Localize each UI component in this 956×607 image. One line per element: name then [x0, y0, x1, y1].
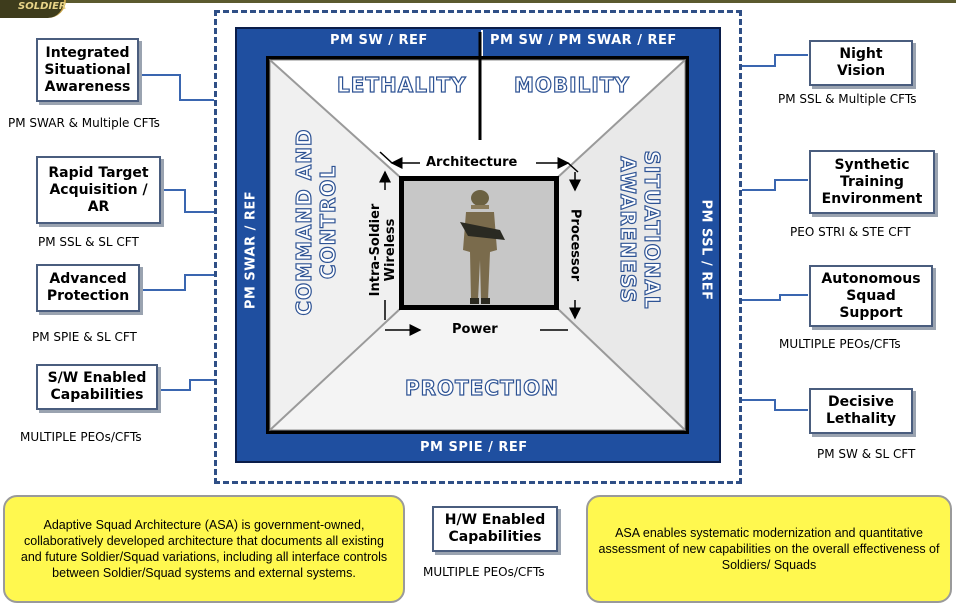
core-wireless-line2: Wireless: [383, 218, 398, 282]
core-intra-soldier-wireless: Intra-Soldier Wireless: [368, 204, 398, 297]
domain-protection: PROTECTION: [404, 375, 559, 400]
connector-right-4: [742, 399, 808, 411]
cap-sub-rapid-target: PM SSL & SL CFT: [38, 235, 139, 249]
cap-sub-night-vision: PM SSL & Multiple CFTs: [778, 92, 917, 106]
cap-hw-enabled: H/W Enabled Capabilities: [432, 506, 558, 552]
connector-left-4: [158, 379, 214, 391]
cap-sub-synthetic-training: PEO STRI & STE CFT: [790, 225, 911, 239]
frame-label-bottom: PM SPIE / REF: [420, 440, 528, 455]
cap-sub-integrated-sa: PM SWAR & Multiple CFTs: [8, 116, 160, 130]
frame-label-top-left: PM SW / REF: [330, 33, 428, 48]
connector-right-1: [742, 54, 808, 67]
cap-synthetic-training: Synthetic Training Environment: [809, 150, 935, 214]
core-power: Power: [452, 322, 498, 337]
soldier-figure: [460, 190, 505, 304]
logo-text: SOLDIER: [18, 1, 67, 12]
domain-sa-line1: SITUATIONAL: [639, 150, 664, 310]
core-wireless-line1: Intra-Soldier: [368, 203, 383, 297]
connector-left-3: [140, 274, 214, 291]
connector-left-1: [138, 74, 214, 101]
domain-mobility: MOBILITY: [513, 72, 630, 97]
domain-c2-line2: CONTROL: [315, 164, 340, 280]
cap-decisive-lethality: Decisive Lethality: [809, 388, 913, 434]
cap-sub-advanced-protection: PM SPIE & SL CFT: [32, 330, 137, 344]
cap-autonomous-squad: Autonomous Squad Support: [809, 265, 933, 327]
cap-integrated-situational-awareness: Integrated Situational Awareness: [36, 38, 139, 102]
connector-right-2: [742, 179, 808, 191]
cap-advanced-protection: Advanced Protection: [36, 264, 140, 312]
cap-sub-autonomous-squad: MULTIPLE PEOs/CFTs: [779, 337, 901, 351]
domain-command-and-control: COMMAND AND CONTROL: [291, 128, 340, 316]
header-strip: [0, 0, 956, 3]
domain-sa-line2: AWARENESS: [615, 156, 640, 305]
core-architecture: Architecture: [426, 155, 518, 170]
cap-rapid-target-acquisition: Rapid Target Acquisition / AR: [36, 156, 161, 224]
core-processor: Processor: [567, 208, 583, 282]
soldier-logo: SOLDIER: [0, 0, 67, 18]
cap-night-vision: Night Vision: [809, 40, 913, 86]
connector-right-3: [742, 294, 808, 301]
callout-asa-definition: Adaptive Squad Architecture (ASA) is gov…: [3, 495, 405, 603]
frame-label-left: PM SWAR / REF: [243, 190, 259, 310]
frame-label-right: PM SSL / REF: [698, 199, 714, 301]
domain-lethality: LETHALITY: [336, 72, 467, 97]
architecture-boundary: [214, 10, 742, 484]
cap-sw-enabled: S/W Enabled Capabilities: [36, 364, 158, 410]
callout-asa-benefits: ASA enables systematic modernization and…: [586, 495, 952, 603]
domain-c2-line1: COMMAND AND: [291, 128, 316, 316]
cap-sub-decisive-lethality: PM SW & SL CFT: [817, 447, 916, 461]
frame-label-top-right: PM SW / PM SWAR / REF: [490, 33, 677, 48]
cap-sub-hw-enabled: MULTIPLE PEOs/CFTs: [423, 565, 545, 579]
cap-sub-sw-enabled: MULTIPLE PEOs/CFTs: [20, 430, 142, 444]
domain-situational-awareness: SITUATIONAL AWARENESS: [615, 150, 664, 310]
connector-left-2: [160, 189, 214, 213]
